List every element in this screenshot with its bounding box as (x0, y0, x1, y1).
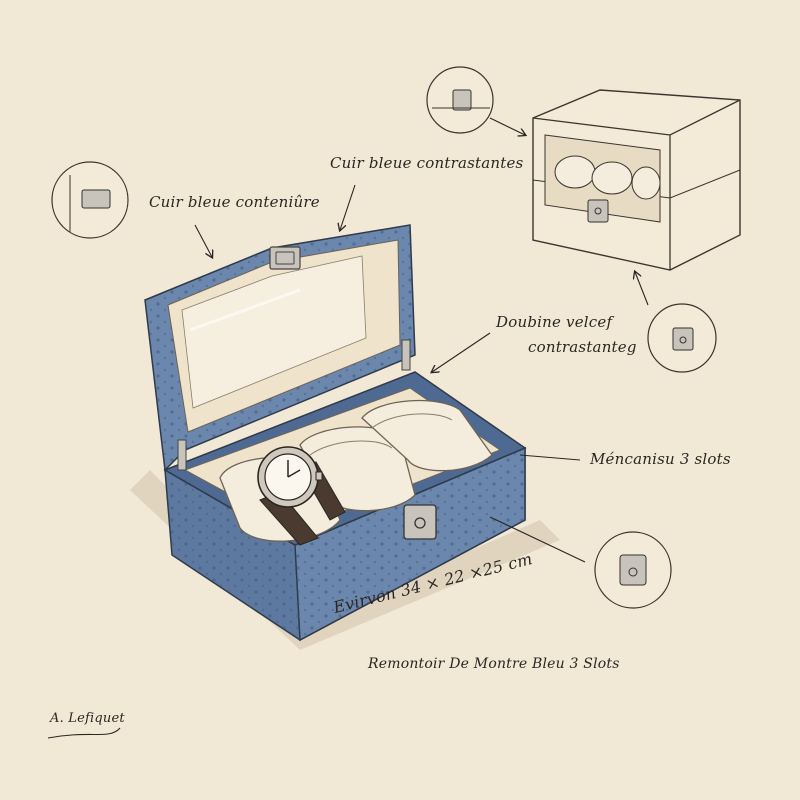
annotation-lining-line2: contrastanteg (528, 338, 637, 356)
pillow-3 (361, 399, 493, 472)
hinge-left (177, 439, 187, 471)
detail-circle-top-left (51, 161, 129, 239)
front-clasp (403, 504, 437, 540)
leader-lines (47, 117, 649, 739)
hinge-right (401, 339, 411, 371)
closed-box-sketch (532, 89, 741, 271)
annotation-mechanism: Méncanisu 3 slots (590, 450, 731, 468)
artist-signature: A. Lefiquet (50, 711, 125, 726)
detail-circle-bottom-right (594, 531, 672, 609)
box-lid (144, 224, 416, 472)
annotation-lining-line1: Doubine velcef (496, 313, 613, 331)
detail-circle-right (647, 303, 717, 373)
annotation-product-name: Remontoir De Montre Bleu 3 Slots (368, 656, 620, 672)
wristwatch (257, 446, 346, 546)
lid-clasp (269, 246, 301, 270)
detail-circle-top (426, 66, 494, 134)
annotation-leather-top: Cuir bleue contrastantes (330, 154, 524, 172)
annotation-leather-left: Cuir bleue conteniûre (149, 193, 320, 211)
